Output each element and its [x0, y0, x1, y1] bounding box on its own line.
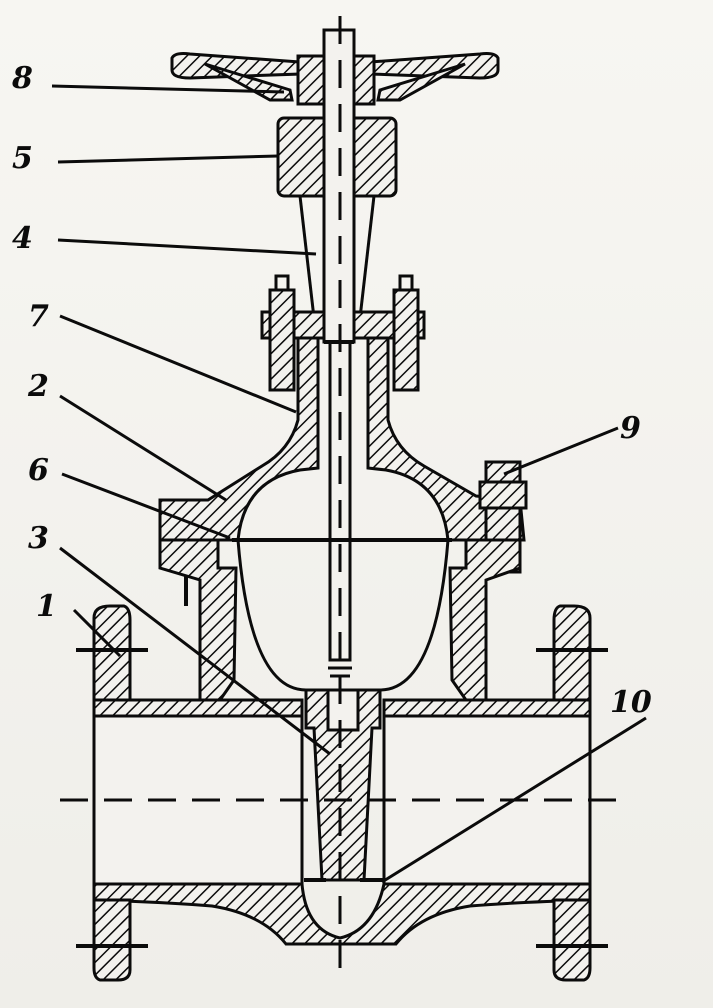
label-7: 7	[28, 299, 49, 334]
label-2: 2	[27, 369, 49, 404]
label-3: 3	[28, 521, 49, 556]
label-9: 9	[620, 411, 641, 446]
gate-wedge	[304, 688, 384, 882]
center-axes	[60, 16, 630, 980]
pipe-body	[92, 698, 592, 946]
end-flanges	[76, 604, 608, 982]
leader-lines	[51, 84, 647, 884]
label-5: 5	[12, 141, 33, 176]
callout-labels: 8 5 4 7 2 6 3 1 9 10	[11, 61, 652, 720]
label-8: 8	[11, 61, 33, 96]
label-4: 4	[12, 221, 33, 256]
body-wall	[158, 538, 522, 702]
label-1: 1	[36, 589, 57, 624]
label-6: 6	[28, 453, 49, 488]
label-10: 10	[610, 685, 652, 720]
yoke	[298, 195, 376, 319]
